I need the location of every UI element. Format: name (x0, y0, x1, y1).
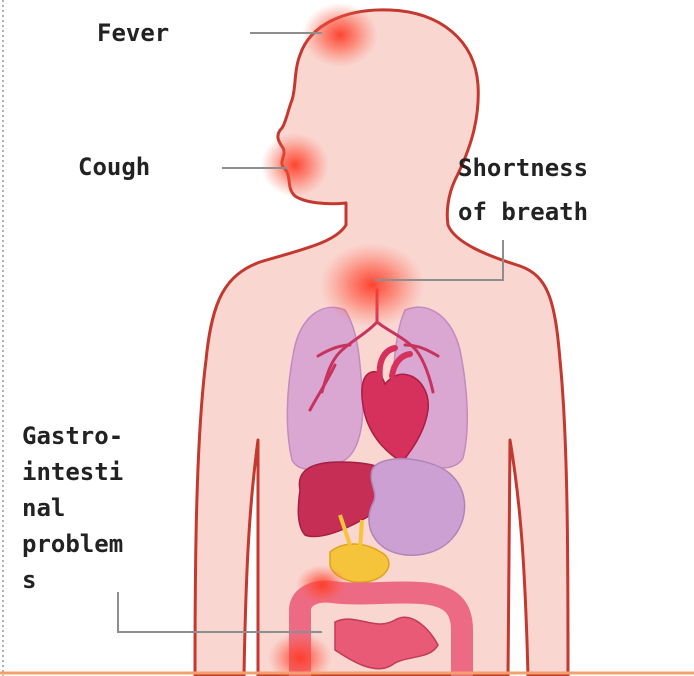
gi-hotspot-upper (296, 565, 348, 605)
gi-label-line: s (22, 562, 123, 598)
shortness-label-line1: Shortness (458, 156, 588, 180)
gi-label-line: intesti (22, 454, 123, 490)
gi-label-line: problem (22, 526, 123, 562)
gi-label-line: Gastro- (22, 418, 123, 454)
cough-hotspot (261, 133, 329, 197)
fever-hotspot (302, 3, 378, 67)
stomach (369, 459, 465, 555)
shortness-label-line2: of breath (458, 200, 588, 224)
gi-label: Gastro- intesti nal problem s (22, 418, 123, 598)
gi-label-line: nal (22, 490, 123, 526)
cough-label: Cough (78, 155, 150, 179)
breath-hotspot (320, 243, 424, 327)
fever-label: Fever (97, 21, 169, 45)
